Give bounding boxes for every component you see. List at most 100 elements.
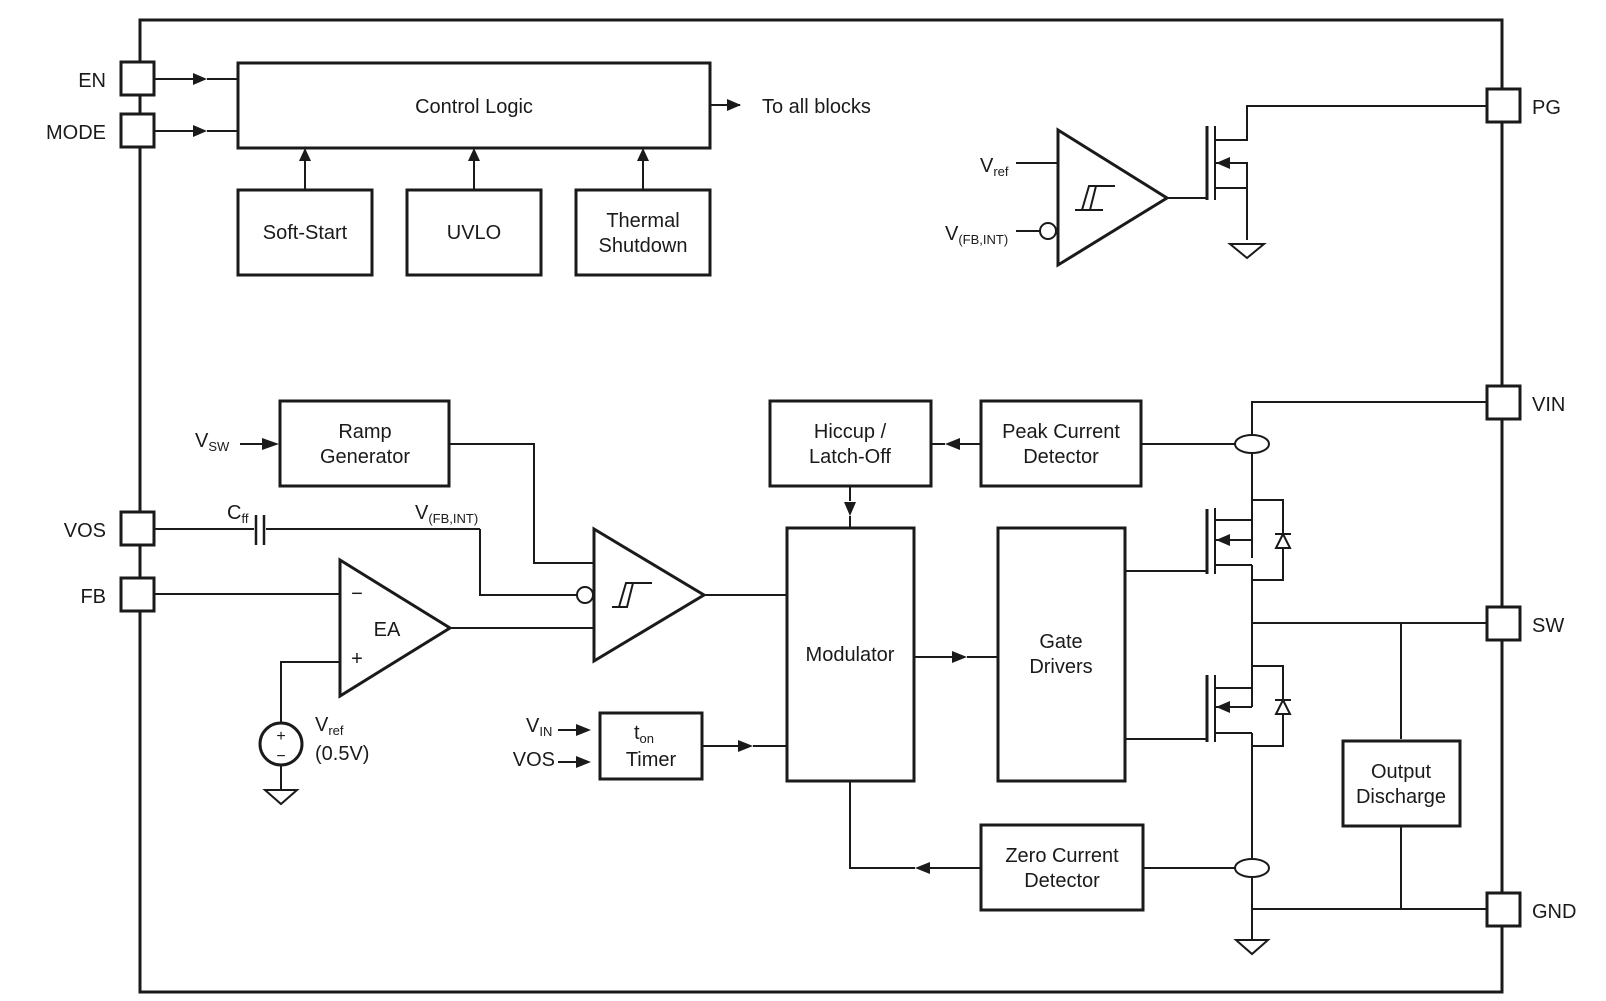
arrow: [1216, 157, 1230, 169]
body-diode: [1274, 697, 1292, 715]
thermal-shutdown-block: [574, 188, 712, 277]
arrow: [945, 438, 960, 450]
v-symbol: V: [945, 223, 959, 245]
current-sense-icon: [1234, 858, 1270, 878]
ramp-label-2: Generator: [320, 446, 410, 468]
zero-label-1: Zero Current: [1005, 845, 1119, 867]
cff-label: Cff: [227, 502, 249, 526]
ref-subscript: ref: [328, 723, 344, 738]
vref-value: (0.5V): [315, 743, 369, 765]
v-symbol: V: [315, 714, 329, 736]
output-label-2: Discharge: [1356, 786, 1446, 808]
peak-label-1: Peak Current: [1002, 421, 1120, 443]
low-side-fet: [1214, 675, 1252, 742]
control-logic-label: Control Logic: [415, 96, 533, 118]
arrow: [738, 740, 753, 752]
output-discharge-block: [1341, 739, 1462, 828]
vref-label: Vref: [315, 714, 344, 738]
pin-vos: [119, 510, 156, 547]
pin-en: [119, 60, 156, 97]
hiccup-label-1: Hiccup /: [814, 421, 887, 443]
control-logic-block: [236, 61, 712, 150]
pin-gnd: [1485, 891, 1522, 928]
arrow: [576, 724, 591, 736]
ramp-label-1: Ramp: [338, 421, 391, 443]
peak-label-2: Detector: [1023, 446, 1099, 468]
v-symbol: V: [195, 430, 209, 452]
hiccup-label-2: Latch-Off: [809, 446, 891, 468]
pin-pg-label: PG: [1532, 97, 1561, 119]
uvlo-label: UVLO: [447, 222, 501, 244]
ton-label-2: Timer: [626, 749, 677, 771]
ea-minus: −: [351, 583, 363, 605]
high-side-fet: [1214, 508, 1252, 574]
fbint-subscript: (FB,INT): [958, 232, 1008, 247]
gate-drivers-block: [996, 526, 1127, 783]
pin-sw: [1485, 605, 1522, 642]
ton-timer-block: [598, 711, 704, 781]
pin-gnd-label: GND: [1532, 901, 1576, 923]
arrow: [1216, 534, 1230, 546]
on-subscript: on: [640, 731, 654, 746]
vfbint-label: V(FB,INT): [415, 502, 478, 526]
pwm-comparator: [592, 526, 707, 664]
gate-label-2: Drivers: [1029, 656, 1092, 678]
uvlo-block: [405, 188, 543, 277]
arrow: [915, 862, 930, 874]
vsw-label: VSW: [195, 430, 230, 454]
ramp-generator-block: [278, 399, 451, 488]
arrow: [637, 148, 649, 161]
chip-outline: [138, 18, 1504, 994]
arrow: [193, 73, 207, 85]
soft-start-label: Soft-Start: [263, 222, 348, 244]
ton-label: ton: [634, 722, 654, 746]
arrow: [262, 438, 279, 450]
modulator-block: [785, 526, 916, 783]
arrow: [952, 651, 967, 663]
thermal-label-2: Shutdown: [599, 235, 688, 257]
pin-vin: [1485, 384, 1522, 421]
error-amplifier: [338, 557, 453, 699]
source-plus: +: [276, 728, 285, 745]
inverting-bubble: [1039, 222, 1057, 240]
pin-fb: [119, 576, 156, 613]
current-sense-icon: [1234, 434, 1270, 454]
v-symbol: V: [415, 502, 429, 524]
zero-label-2: Detector: [1024, 870, 1100, 892]
ground-symbol: [1233, 939, 1271, 956]
arrow: [468, 148, 480, 161]
modulator-label: Modulator: [806, 644, 895, 666]
output-label-1: Output: [1371, 761, 1431, 783]
v-symbol: V: [980, 155, 994, 177]
ea-label: EA: [374, 619, 401, 641]
arrow: [193, 125, 207, 137]
gate-label-1: Gate: [1039, 631, 1082, 653]
pin-fb-label: FB: [80, 586, 106, 608]
fbint-subscript: (FB,INT): [428, 511, 478, 526]
pg-vref-label: Vref: [980, 155, 1009, 179]
body-diode: [1274, 531, 1292, 549]
vin-input-label: VIN: [526, 715, 552, 739]
thermal-label-1: Thermal: [606, 210, 679, 232]
ground-symbol: [1227, 243, 1267, 260]
pin-vos-label: VOS: [64, 520, 106, 542]
arrow: [727, 99, 741, 111]
pg-vfbint-label: V(FB,INT): [945, 223, 1008, 247]
pin-sw-label: SW: [1532, 615, 1564, 637]
pin-en-label: EN: [78, 70, 106, 92]
source-minus: −: [276, 748, 285, 765]
vos-input-label: VOS: [513, 749, 555, 771]
soft-start-block: [236, 188, 374, 277]
in-subscript: IN: [539, 724, 552, 739]
to-all-blocks-label: To all blocks: [762, 96, 871, 118]
hysteresis-icon: [612, 582, 652, 608]
arrow: [844, 502, 856, 516]
pin-mode-label: MODE: [46, 122, 106, 144]
arrow: [1216, 701, 1230, 713]
ground-symbol: [262, 789, 300, 806]
inverting-bubble: [576, 586, 594, 604]
v-symbol: V: [526, 715, 540, 737]
hiccup-latch-off-block: [768, 399, 933, 488]
pin-vin-label: VIN: [1532, 394, 1565, 416]
